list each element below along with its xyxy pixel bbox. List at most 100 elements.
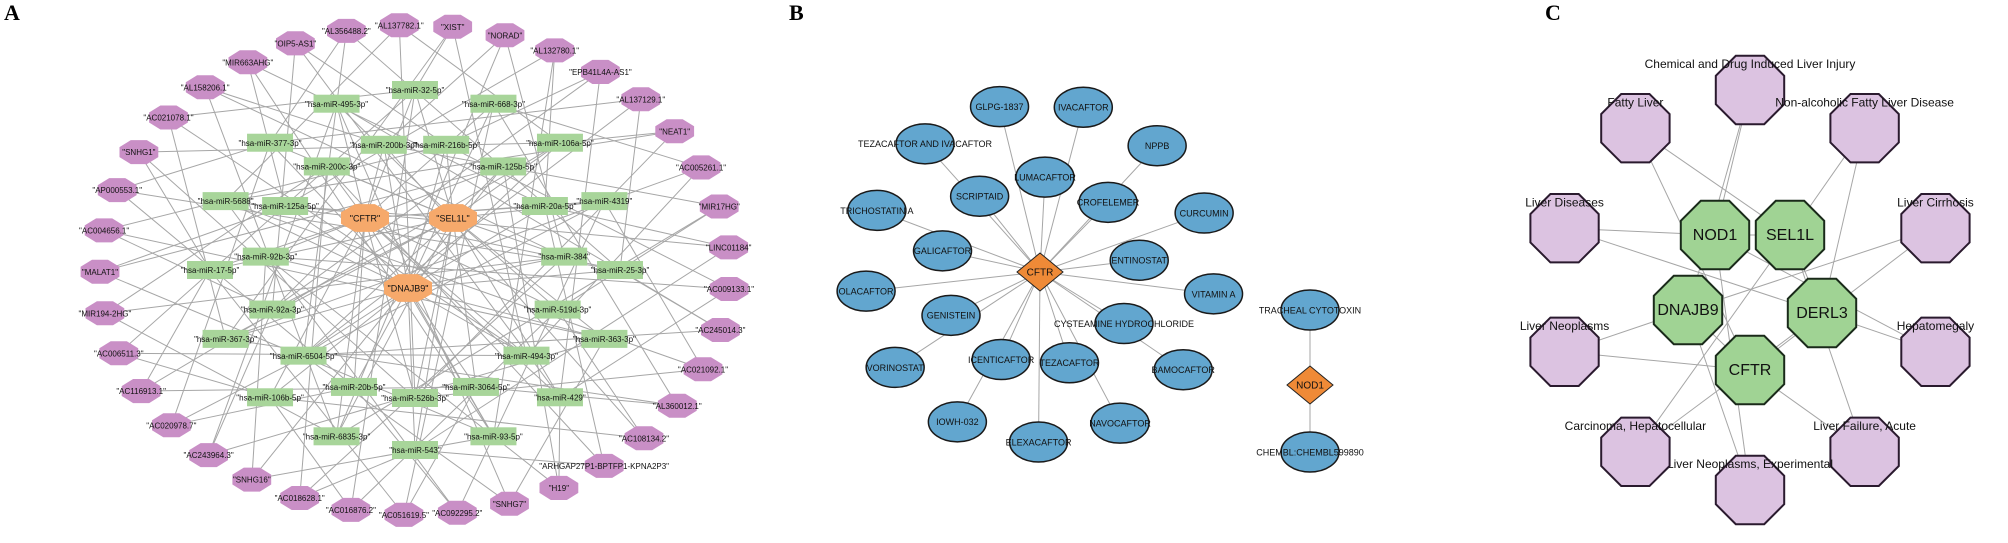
drug-node-shape [1008, 421, 1069, 463]
edge-lnc-mirna [403, 386, 477, 516]
lncrna-node-label: "H19" [549, 484, 570, 493]
edge-lnc-mirna [168, 89, 416, 118]
edge-lnc-mirna [544, 50, 556, 207]
drug-node-label: GENISTEIN [927, 311, 976, 321]
lncrna-node-norad: "NORAD" [485, 23, 525, 48]
mirna-node-shape [534, 300, 581, 319]
mirna-node-hsa-mir-32-5p: "hsa-miR-32-5p" [386, 81, 444, 99]
lncrna-node-al360012-1: "AL360012.1" [653, 393, 702, 418]
target-node-nod1: NOD1 [1286, 365, 1334, 405]
edge-lnc-mirna [303, 30, 347, 356]
drug-node-shape [1153, 348, 1213, 391]
mirna-node-hsa-mir-93-5p: "hsa-miR-93-5p" [464, 427, 523, 446]
hub-node-cftr: "CFTR" [341, 204, 389, 232]
lncrna-node-label: "LINC01184" [706, 244, 752, 253]
edge-lnc-mirna [619, 99, 642, 271]
mirna-node-shape [581, 329, 628, 348]
edge-lnc-mirna [265, 256, 560, 489]
edge-lnc-mirna [603, 200, 704, 370]
edge-lnc-mirna [504, 35, 565, 257]
mirna-node-label: "hsa-miR-106a-5p" [526, 139, 594, 148]
edge-mirna-hub [353, 217, 366, 387]
mirna-node-label: "hsa-miR-377-3p" [239, 139, 302, 148]
edge-lnc-mirna [168, 117, 527, 357]
lncrna-node-label: "AC006511.3" [94, 349, 144, 358]
disease-node-liver-cirrhosis: Liver Cirrhosis [1897, 193, 1974, 264]
edge-mirna-hub [336, 217, 366, 437]
drug-node-label: SCRIPTAID [956, 192, 1004, 202]
mirna-node-label: "hsa-miR-92a-3p" [241, 306, 304, 315]
edge-lnc-mirna [141, 386, 477, 392]
lncrna-node-label: "AC018628.1" [275, 494, 325, 503]
disease-node-label: Carcinoma, Hepatocellular [1565, 419, 1706, 433]
mirna-node-shape [202, 192, 249, 211]
lncrna-node-label: "AC016876.2" [326, 506, 376, 515]
panel-c-disease-network: Chemical and Drug Induced Liver InjuryNo… [1520, 54, 1974, 526]
lncrna-node-label: "MIR17HG" [699, 203, 740, 212]
mirna-node-hsa-mir-216b-5p: "hsa-miR-216b-5p" [412, 135, 480, 154]
drug-node-shape [847, 189, 907, 232]
drug-node-shape [865, 346, 925, 389]
lncrna-node-shape [539, 475, 579, 500]
drug-node-label: NAVOCAFTOR [1089, 419, 1151, 429]
edge-gene-disease [1687, 227, 1936, 311]
edge-lnc-mirna [284, 49, 555, 207]
edge-lnc-mirna [492, 50, 556, 437]
lncrna-node-label: "AC021092.1" [678, 365, 728, 374]
edge-mirna-hub [407, 103, 494, 289]
edge-mirna-hub [284, 205, 409, 289]
mirna-node-shape [470, 94, 517, 113]
drug-node-label: TRACHEAL CYTOTOXIN [1259, 305, 1361, 315]
mirna-node-hsa-mir-17-5p: "hsa-miR-17-5p" [181, 261, 239, 279]
edge-lnc-mirna [251, 435, 494, 481]
lncrna-node-shape [97, 178, 137, 203]
edge-mirna-hub [383, 144, 409, 289]
drug-node-shape [912, 230, 973, 272]
drug-node-shape [1280, 431, 1340, 473]
lncrna-node-label: "AC116913.1" [116, 387, 166, 396]
edge-mirna-hub [407, 287, 416, 451]
gene-node-shape [1679, 199, 1751, 271]
drug-node-label: CROFELEMER [1077, 198, 1140, 208]
lncrna-node-label: "AL158206.1" [181, 83, 230, 92]
drug-node-label: BAMOCAFTOR [1152, 365, 1216, 375]
lncrna-node-ac116913-1: "AC116913.1" [116, 379, 166, 404]
mirna-node-label: "hsa-miR-20b-5p" [322, 383, 385, 392]
lncrna-node-h19: "H19" [539, 475, 579, 500]
mirna-node-hsa-mir-200b-3p: "hsa-miR-200b-3p" [350, 135, 418, 154]
gene-node-shape [1754, 199, 1826, 271]
lncrna-node-label: "AL356488.2" [322, 27, 371, 36]
lncrna-node-ac021078-1: "AC021078.1" [143, 105, 194, 130]
lncrna-node-shape [99, 341, 139, 366]
drug-node-label: IVACAFTOR [1058, 103, 1109, 113]
disease-node-shape [1714, 54, 1786, 126]
edge-lnc-mirna [225, 24, 400, 202]
edge-mirna-hub [303, 217, 454, 357]
lncrna-node-ac051619-5: "AC051619.5" [379, 502, 429, 527]
drug-node-shape [971, 338, 1031, 381]
mirna-node-hsa-mir-4319: "hsa-miR-4319" [576, 192, 633, 211]
edge-mirna-hub [414, 217, 454, 451]
lncrna-node-label: "MALAT1" [82, 268, 118, 277]
lncrna-node-al137782-1: "AL137782.1" [375, 13, 424, 38]
edge-lnc-mirna [118, 352, 271, 398]
mirna-node-shape [470, 427, 517, 446]
lncrna-node-shape [490, 491, 529, 516]
mirna-node-hsa-mir-106a-5p: "hsa-miR-106a-5p" [526, 133, 594, 152]
drug-node-entinostat: ENTINOSTAT [1109, 239, 1169, 281]
drug-node-elexacaftor: ELEXACAFTOR [1006, 421, 1072, 463]
drug-node-curcumin: CURCUMIN [1174, 192, 1234, 234]
mirna-node-shape [480, 157, 527, 176]
edge-lnc-mirna [558, 397, 561, 488]
drug-node-label: ENTINOSTAT [1111, 256, 1167, 266]
lncrna-node-snhg1: "SNHG1" [119, 140, 159, 165]
edge-lnc-mirna [138, 142, 560, 153]
mirna-node-label: "hsa-miR-367-3p" [194, 335, 257, 344]
drug-node-iowh-032: IOWH-032 [927, 401, 988, 443]
disease-node-label: Fatty Liver [1607, 95, 1663, 109]
drug-node-lumacaftor: LUMACAFTOR [1014, 156, 1076, 198]
edge-lnc-mirna [167, 117, 227, 340]
edge-mirna-hub [336, 103, 454, 219]
edge-lnc-mirna [204, 86, 565, 258]
mirna-node-shape [392, 389, 438, 407]
